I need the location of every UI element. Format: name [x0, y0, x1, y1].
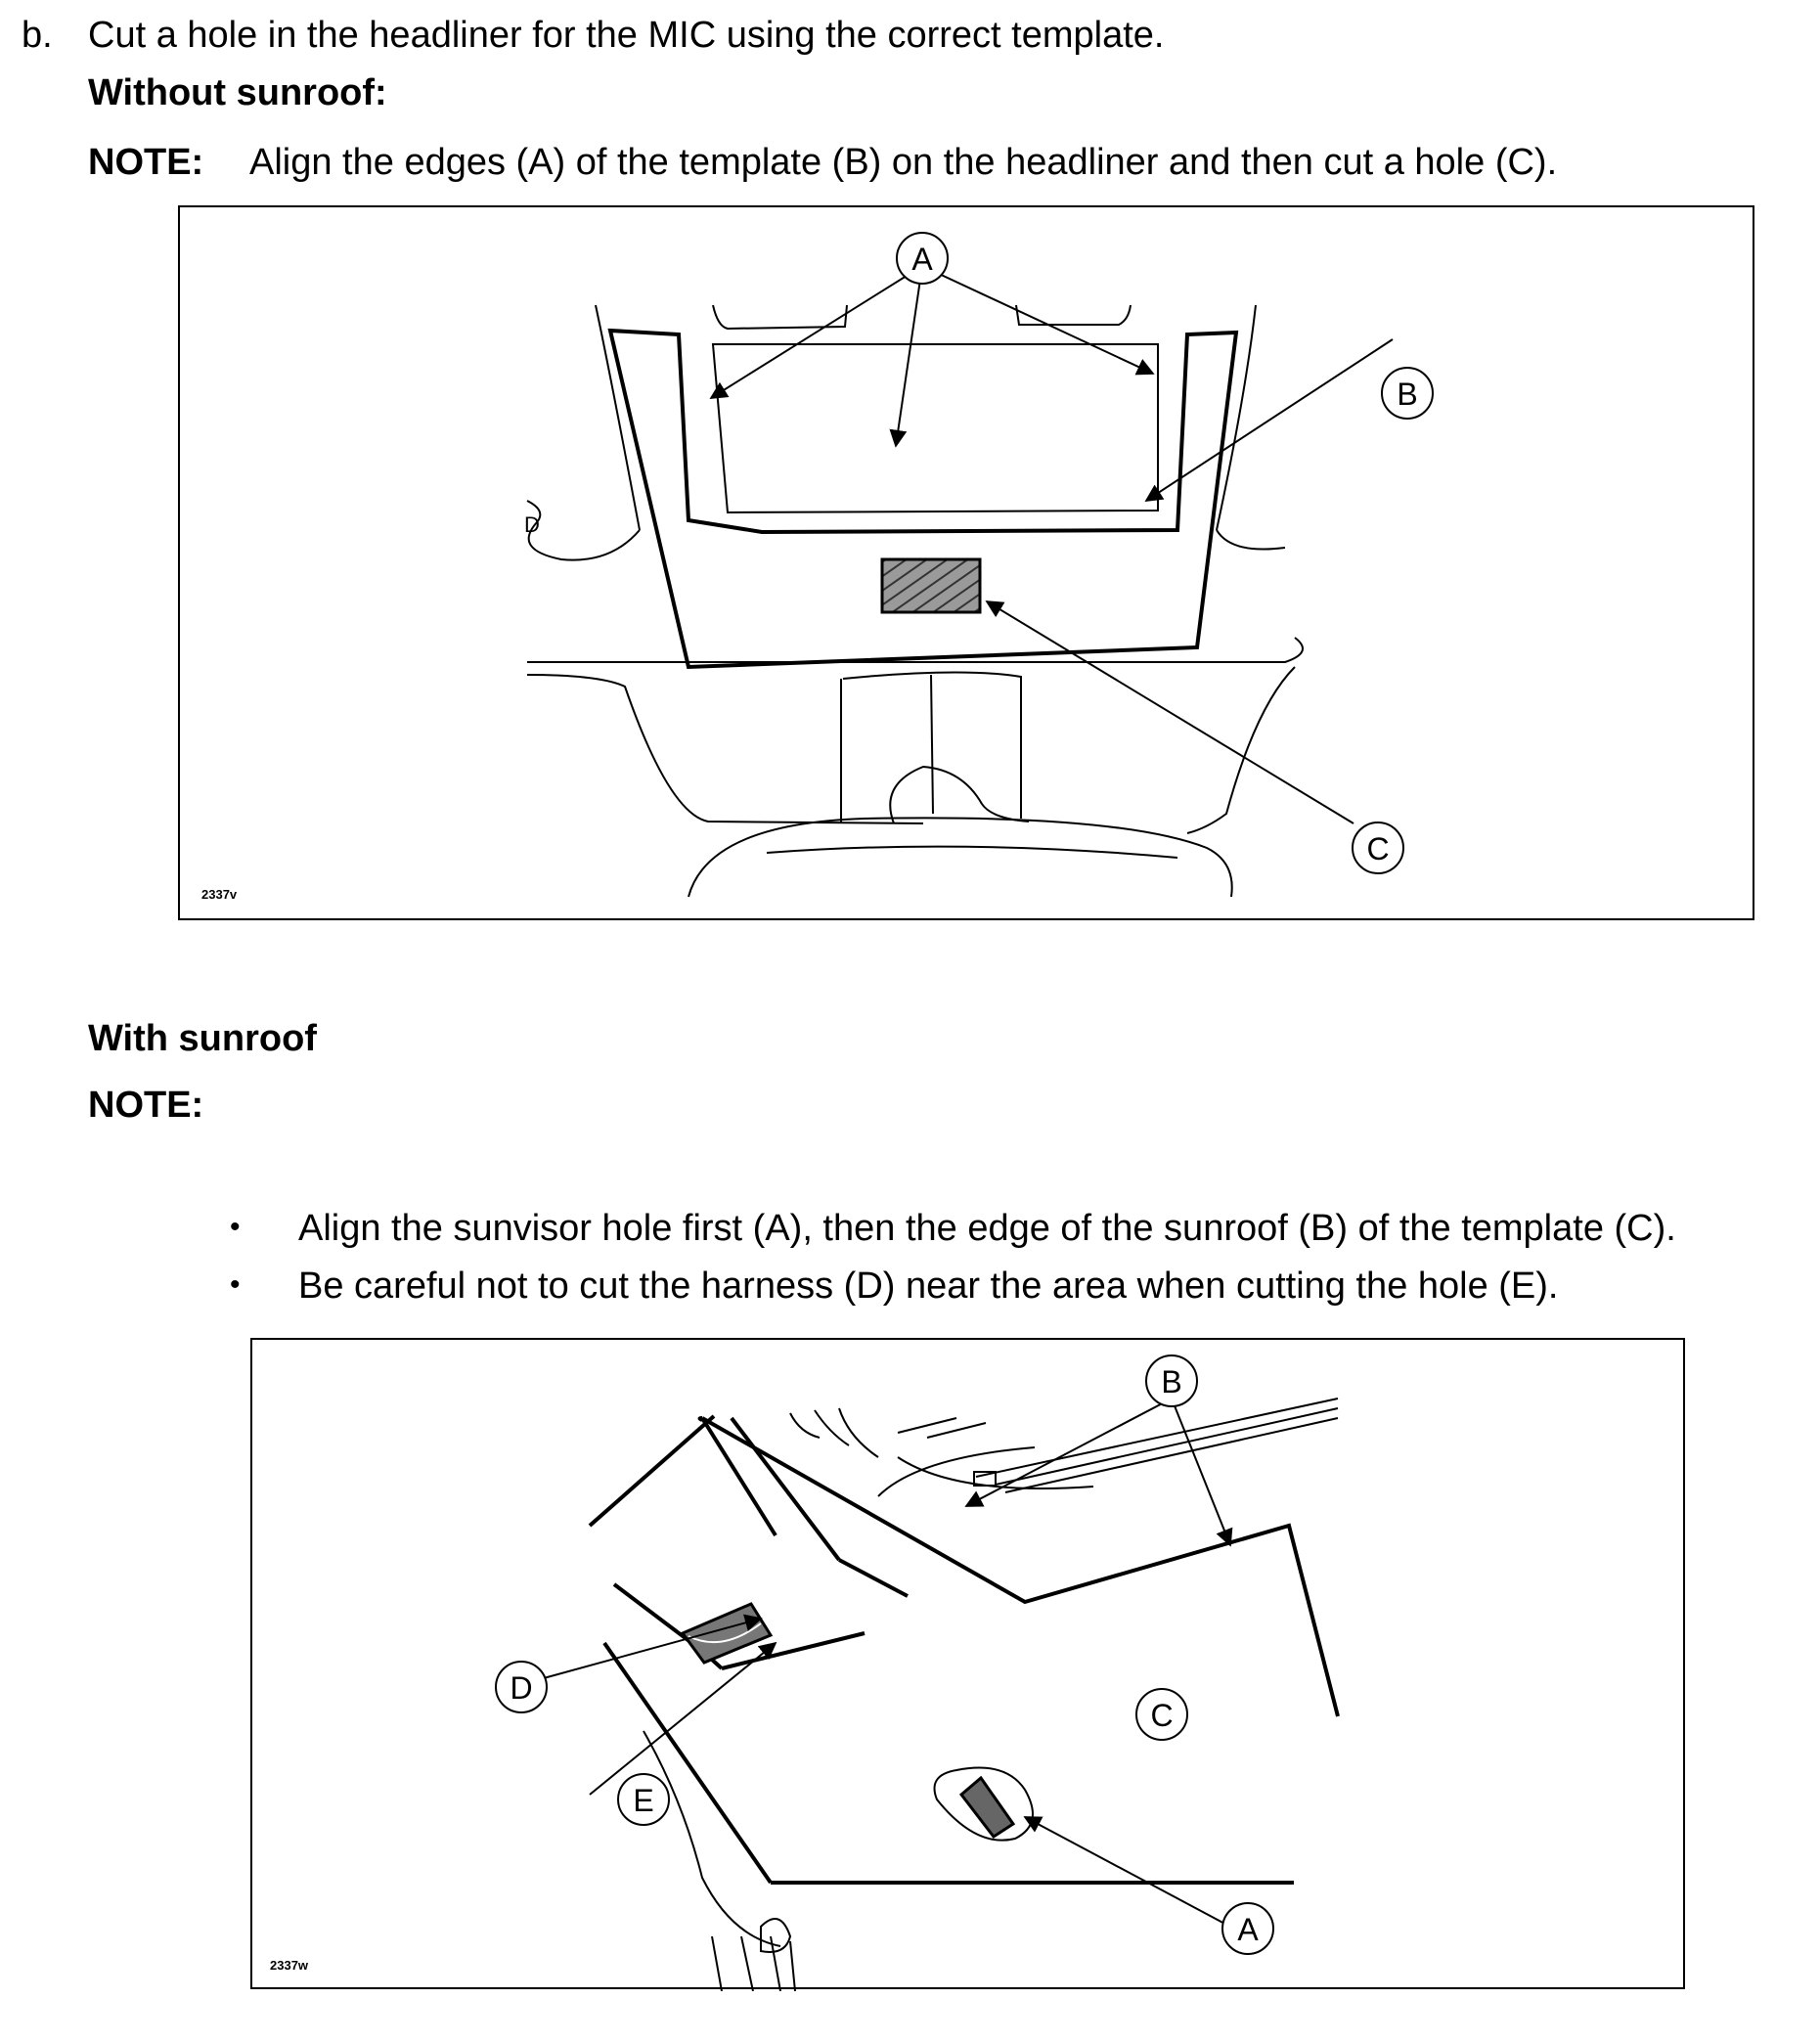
svg-text:C: C: [1366, 831, 1389, 866]
figure-code-1: 2337v: [201, 887, 238, 902]
harness-hole: [680, 1602, 774, 1665]
callout-b-2: B: [1145, 1355, 1198, 1407]
template-outline: [607, 328, 1239, 670]
callout-e: E: [617, 1773, 670, 1826]
headliner-illustration-1: D A B C: [524, 232, 1434, 898]
note-text-1: Align the edges (A) of the template (B) …: [249, 142, 1558, 183]
svg-text:B: B: [1397, 377, 1417, 412]
with-sunroof-heading: With sunroof: [88, 1018, 317, 1059]
step-marker: b.: [22, 15, 53, 56]
note-label-2: NOTE:: [88, 1085, 204, 1126]
bullet-text-2: Be careful not to cut the harness (D) ne…: [298, 1266, 1559, 1307]
figure-without-sunroof: D A B C: [178, 205, 1754, 920]
step-text: Cut a hole in the headliner for the MIC …: [88, 15, 1165, 56]
bullet-marker-1: •: [230, 1211, 241, 1243]
figure-code-2: 2337w: [270, 1958, 309, 1973]
callout-b: B: [1381, 367, 1434, 420]
svg-text:B: B: [1161, 1364, 1181, 1399]
callout-c-2: C: [1135, 1688, 1188, 1741]
svg-text:D: D: [524, 512, 540, 537]
svg-text:A: A: [911, 242, 933, 277]
callout-a-2: A: [1221, 1902, 1274, 1955]
svg-text:E: E: [633, 1783, 653, 1818]
callout-a: A: [896, 232, 949, 285]
headliner-illustration-2: B D C E A: [495, 1355, 1340, 1991]
svg-text:A: A: [1237, 1912, 1259, 1947]
sunvisor-hole: [933, 1766, 1034, 1842]
figure-with-sunroof: B D C E A 2337w: [250, 1338, 1685, 1991]
note-label-1: NOTE:: [88, 142, 204, 183]
bullet-text-1: Align the sunvisor hole first (A), then …: [298, 1208, 1676, 1249]
callout-d: D: [495, 1661, 548, 1713]
svg-text:D: D: [510, 1670, 532, 1706]
template-outline-2: [701, 1416, 1340, 1717]
without-sunroof-heading: Without sunroof:: [88, 72, 387, 113]
mic-hole: [880, 557, 982, 614]
callout-c: C: [1352, 822, 1404, 874]
bullet-marker-2: •: [230, 1268, 241, 1301]
svg-text:C: C: [1150, 1698, 1173, 1733]
